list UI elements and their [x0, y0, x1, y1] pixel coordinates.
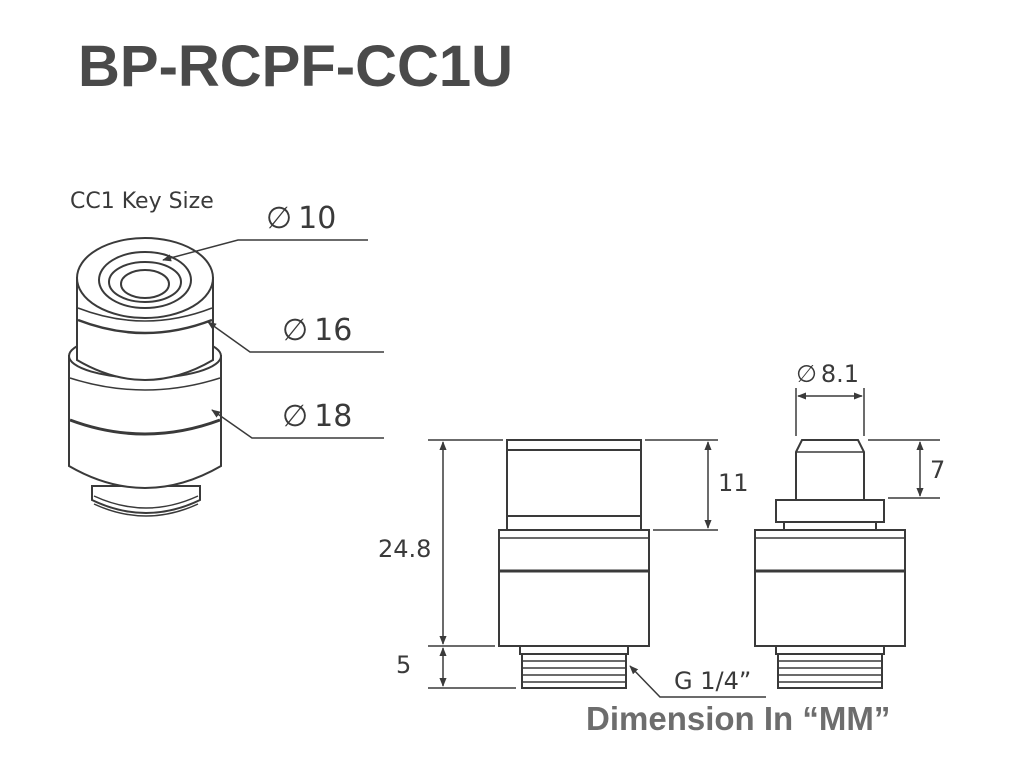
- isometric-fitting-view: [68, 237, 222, 517]
- page-title: BP-RCPF-CC1U: [78, 34, 513, 99]
- side-elevation-view: [754, 439, 906, 689]
- svg-text:∅10: ∅10: [266, 201, 336, 236]
- iso-leaders: [162, 239, 384, 439]
- side-dimensions: [795, 388, 940, 499]
- diameter-icon: ∅: [282, 399, 308, 434]
- diameter-icon: ∅: [796, 360, 817, 388]
- front-dimensions: [428, 439, 766, 698]
- diameter-icon: ∅: [266, 201, 292, 236]
- height-thread-label: 5: [396, 651, 411, 679]
- height-top-label: 11: [718, 469, 749, 497]
- dia-16-value: 16: [314, 313, 352, 348]
- dia-18-value: 18: [314, 399, 352, 434]
- height-total-label: 24.8: [378, 535, 431, 563]
- svg-text:∅18: ∅18: [282, 399, 352, 434]
- iso-lower-body: [68, 355, 222, 489]
- thread-size-label: G 1/4”: [674, 667, 751, 695]
- svg-text:∅8.1: ∅8.1: [796, 360, 859, 388]
- key-size-label: CC1 Key Size: [70, 189, 214, 214]
- svg-text:∅16: ∅16: [282, 313, 352, 348]
- iso-thread: [91, 485, 201, 514]
- height-tip-label: 7: [930, 456, 945, 484]
- units-note: Dimension In “MM”: [586, 700, 891, 737]
- front-elevation-view: [498, 439, 650, 689]
- dia-10-value: 10: [298, 201, 336, 236]
- dia-tip-value: 8.1: [821, 360, 859, 388]
- diameter-icon: ∅: [282, 313, 308, 348]
- front-thread-lines: [522, 660, 626, 683]
- side-thread-lines: [778, 660, 882, 683]
